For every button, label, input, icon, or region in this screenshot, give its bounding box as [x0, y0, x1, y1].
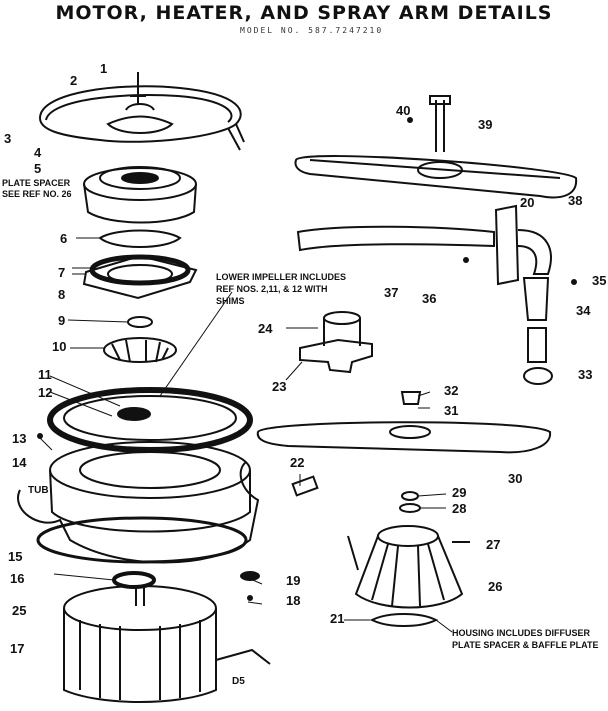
note-lower-impeller-3: SHIMS: [216, 296, 245, 306]
callout-16: 16: [10, 571, 25, 586]
callout-7: 7: [58, 265, 66, 280]
note-housing-2: PLATE SPACER & BAFFLE PLATE: [452, 640, 599, 650]
pump-housing-drawing: [49, 441, 251, 533]
washer-29-drawing: [401, 491, 419, 501]
callout-32: 32: [444, 383, 459, 398]
propeller-drawing: [369, 613, 439, 627]
note-see-ref: SEE REF NO. 26: [2, 189, 72, 199]
callout-25: 25: [12, 603, 27, 618]
callout-3: 3: [4, 131, 12, 146]
screws-drawing: [347, 535, 470, 571]
callout-39: 39: [478, 117, 493, 132]
callout-17: 17: [10, 641, 25, 656]
spreader-drawing: [106, 115, 174, 134]
callout-31: 31: [444, 403, 459, 418]
callout-20: 20: [520, 195, 535, 210]
filter-cup-drawing: [323, 311, 361, 346]
hose-drawing: [522, 277, 550, 321]
model-number: MODEL NO. 587.7247210: [240, 26, 384, 35]
callout-10: 10: [52, 339, 67, 354]
callout-35: 35: [592, 273, 607, 288]
plate-spacer-drawing: [83, 166, 197, 224]
callout-24: 24: [258, 321, 273, 336]
note-tub: TUB: [28, 485, 49, 496]
shaft-seal-drawing: [127, 316, 153, 328]
callout-40: 40: [396, 103, 411, 118]
callout-34: 34: [576, 303, 591, 318]
spray-arm-bolt-drawing: [429, 95, 451, 152]
hose-coupler-drawing: [527, 327, 547, 363]
callout-26: 26: [488, 579, 503, 594]
callout-38: 38: [568, 193, 583, 208]
screw-36-drawing: [463, 257, 469, 263]
small-part-22-drawing: [291, 475, 319, 497]
small-part-18-drawing: [247, 595, 253, 601]
note-lower-impeller-2: REF NOS. 2,11, & 12 WITH: [216, 284, 328, 294]
filter-plate-drawing: [47, 387, 253, 453]
callout-8: 8: [58, 287, 66, 302]
callout-27: 27: [486, 537, 501, 552]
callout-19: 19: [286, 573, 301, 588]
callout-13: 13: [12, 431, 27, 446]
callout-30: 30: [508, 471, 523, 486]
callout-22: 22: [290, 455, 305, 470]
screw-40-drawing: [407, 117, 413, 123]
impeller-drawing: [103, 337, 177, 363]
baffle-drawing: [299, 338, 373, 374]
heater-element-drawing: [38, 85, 245, 151]
callout-2: 2: [70, 73, 78, 88]
callout-11: 11: [38, 367, 52, 382]
note-plate-spacer: PLATE SPACER: [2, 178, 71, 188]
callout-21: 21: [330, 611, 345, 626]
callout-14: 14: [12, 455, 27, 470]
housing-diffuser-drawing: [354, 525, 464, 609]
callout-33: 33: [578, 367, 593, 382]
callout-18: 18: [286, 593, 301, 608]
callout-9: 9: [58, 313, 66, 328]
callout-1: 1: [100, 61, 108, 76]
note-housing-1: HOUSING INCLUDES DIFFUSER: [452, 628, 591, 638]
callout-28: 28: [452, 501, 467, 516]
callout-15: 15: [8, 549, 23, 564]
tub-drawing: [17, 461, 260, 564]
note-ds: D5: [232, 676, 245, 687]
callout-23: 23: [272, 379, 287, 394]
ring-gasket-drawing: [89, 254, 191, 286]
callout-29: 29: [452, 485, 467, 500]
washer-28-drawing: [399, 503, 421, 513]
small-part-19-drawing: [240, 571, 260, 581]
small-part-13-drawing: [37, 433, 43, 439]
screw-35-drawing: [571, 279, 577, 285]
callout-12: 12: [38, 385, 53, 400]
spray-arm-nut-drawing: [400, 391, 422, 405]
callout-6: 6: [60, 231, 68, 246]
top-nut-drawing: [125, 72, 155, 111]
coupling-drawing: [112, 571, 156, 589]
callout-4: 4: [34, 145, 42, 160]
gasket-6-drawing: [98, 229, 182, 248]
callout-36: 36: [422, 291, 437, 306]
lower-spray-arm-drawing: [256, 421, 552, 454]
callout-37: 37: [384, 285, 399, 300]
callout-5: 5: [34, 161, 42, 176]
diagram-title: MOTOR, HEATER, AND SPRAY ARM DETAILS: [55, 2, 553, 24]
clamp-drawing: [523, 367, 553, 385]
note-lower-impeller-1: LOWER IMPELLER INCLUDES: [216, 272, 346, 282]
upper-spray-arm-drawing: [294, 155, 578, 199]
manifold-tube-drawing: [296, 204, 552, 286]
